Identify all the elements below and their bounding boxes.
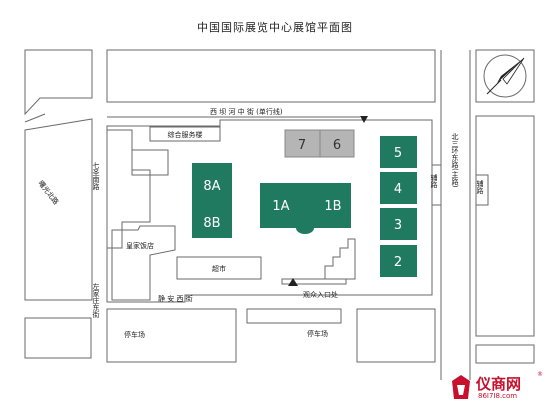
hall-8b-label: 8B [203, 216, 220, 231]
hall-1 [260, 183, 351, 228]
compass-block [475, 49, 535, 103]
north-gate-arrow-icon [360, 116, 368, 123]
hotel-label: 皇家饭店 [126, 241, 154, 250]
hall-1a-label: 1A [272, 199, 289, 214]
expo-compound [106, 119, 433, 303]
south-block-left [106, 308, 237, 363]
site-logo: 仪商网 ® 86I7I8.com [448, 371, 544, 403]
street-diagonal-label: 曙光北路 [36, 179, 60, 207]
hall-3 [380, 208, 417, 240]
service-building [149, 126, 221, 142]
entrance-bar [281, 278, 347, 285]
aux-road-right-label: 辅路 [476, 179, 484, 195]
hotel-building [111, 225, 176, 301]
compass-icon [483, 54, 527, 98]
hall-2-label: 2 [394, 255, 402, 270]
hall-2 [380, 245, 417, 277]
street-west-lower-label: 左家庄东街 [92, 282, 100, 319]
map-title: 中国国际展览中心展馆平面图 [197, 21, 353, 34]
parking-left-label: 停车场 [124, 330, 145, 339]
south-block-middle [246, 308, 342, 324]
aux-road-right-marker [475, 174, 489, 206]
supermarket-building [176, 256, 262, 280]
logo-name: 仪商网 [476, 375, 522, 393]
hall-1b-label: 1B [324, 199, 341, 214]
hall-8a-label: 8A [203, 179, 220, 194]
hall-4-label: 4 [394, 182, 402, 197]
east-block-lower [475, 344, 535, 364]
hall-6 [319, 129, 355, 158]
diagonal-road-line [24, 113, 46, 123]
hotel-annex [131, 149, 169, 176]
southwest-block [24, 317, 92, 359]
staircase-structure [324, 238, 356, 280]
northwest-block [24, 49, 93, 116]
hall-8 [192, 163, 232, 238]
hall-5-label: 5 [394, 146, 402, 161]
entrance-arrow-icon [288, 278, 298, 286]
east-block-upper [475, 115, 535, 337]
hall-7-label: 7 [298, 138, 306, 153]
logo-emblem-icon [452, 375, 470, 399]
supermarket-label: 超市 [212, 264, 226, 273]
hall-7 [284, 129, 321, 158]
service-building-label: 综合服务楼 [168, 130, 203, 139]
hall-5 [380, 136, 417, 168]
parking-right-label: 停车场 [307, 329, 328, 338]
aux-road-left-label: 辅路 [430, 173, 438, 189]
street-south-label: 静 安 西 街 [158, 294, 193, 303]
west-block [24, 118, 93, 301]
entrance-label: 观众入口处 [303, 290, 338, 299]
hall-6-label: 6 [333, 138, 341, 153]
hall-3-label: 3 [394, 218, 402, 233]
hall-4 [380, 172, 417, 204]
street-north-label: 西 坝 河 中 街 (单行线) [210, 107, 283, 116]
street-west-upper-label: 七圣南路 [92, 161, 100, 191]
street-east-main-label: 北三环东路(主路) [451, 133, 459, 188]
north-block [106, 49, 436, 103]
south-block-right [356, 308, 436, 363]
registered-mark-icon: ® [537, 371, 543, 378]
hall-1-dome [296, 222, 314, 234]
logo-site: 86I7I8.com [478, 392, 518, 400]
